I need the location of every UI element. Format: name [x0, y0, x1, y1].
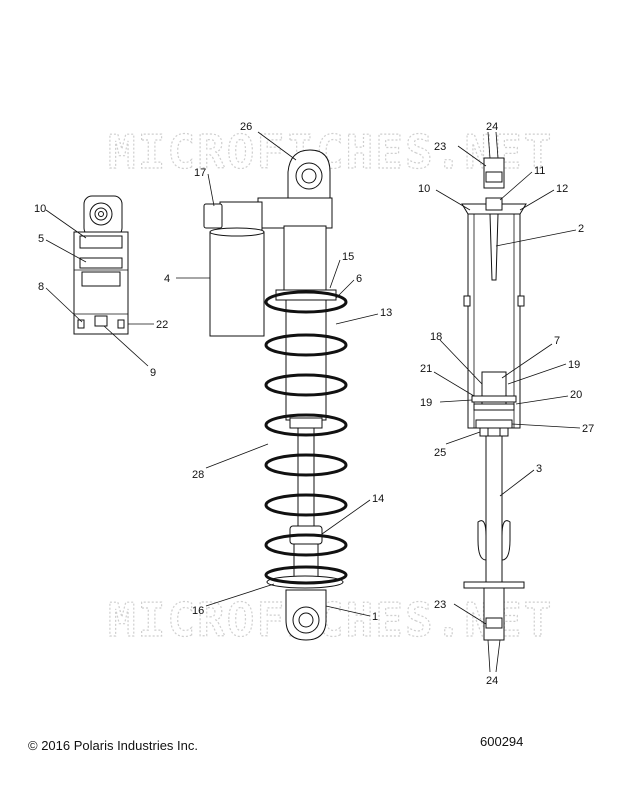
callout-12: 12 — [556, 183, 568, 195]
callout-19-left: 19 — [420, 397, 432, 409]
callout-26: 26 — [240, 121, 252, 133]
callout-15: 15 — [342, 251, 354, 263]
coil-spring — [264, 290, 348, 585]
leader-lines — [45, 131, 581, 673]
callout-21: 21 — [420, 363, 432, 375]
watermark-bottom: MICROFICHES.NET — [108, 593, 553, 647]
callout-19-right: 19 — [568, 359, 580, 371]
callout-27: 27 — [582, 423, 594, 435]
callout-8: 8 — [38, 281, 44, 293]
callout-20: 20 — [570, 389, 582, 401]
callout-18: 18 — [430, 331, 442, 343]
shock-assembly — [203, 149, 348, 641]
callout-11: 11 — [534, 165, 545, 177]
callout-22: 22 — [156, 319, 168, 331]
callout-24-bottom: 24 — [486, 675, 498, 687]
callout-28: 28 — [192, 469, 204, 481]
shock-cross-section — [461, 157, 527, 641]
callouts: 10 5 8 22 9 26 17 4 15 6 13 28 14 16 1 2… — [34, 121, 594, 687]
callout-23-top: 23 — [434, 141, 446, 153]
callout-17: 17 — [194, 167, 206, 179]
callout-3: 3 — [536, 463, 542, 475]
callout-7: 7 — [554, 335, 560, 347]
callout-6: 6 — [356, 273, 362, 285]
callout-2: 2 — [578, 223, 584, 235]
callout-1: 1 — [372, 611, 378, 623]
callout-25: 25 — [434, 447, 446, 459]
callout-10-right: 10 — [418, 183, 430, 195]
copyright-notice: © 2016 Polaris Industries Inc. — [28, 738, 198, 753]
callout-23-bottom: 23 — [434, 599, 446, 611]
callout-13: 13 — [380, 307, 392, 319]
callout-4: 4 — [164, 273, 170, 285]
callout-24-top: 24 — [486, 121, 498, 133]
callout-16: 16 — [192, 605, 204, 617]
callout-14: 14 — [372, 493, 384, 505]
diagram-number: 600294 — [480, 734, 524, 749]
callout-5: 5 — [38, 233, 44, 245]
callout-10-left: 10 — [34, 203, 46, 215]
reservoir-cap-detail — [73, 195, 129, 335]
callout-9: 9 — [150, 367, 156, 379]
